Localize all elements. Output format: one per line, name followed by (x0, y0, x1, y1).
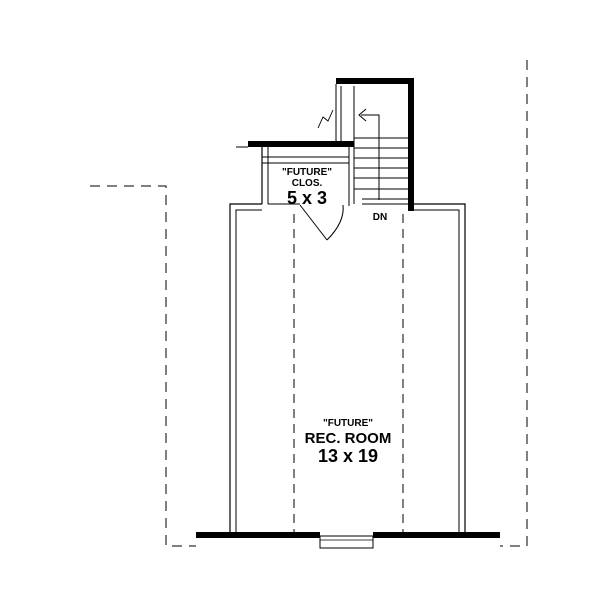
stair-walls (335, 78, 414, 211)
bottom-wall (196, 532, 500, 549)
rec-room-size-label: 13 x 19 (318, 446, 378, 466)
closet-name-label: CLOS. (292, 178, 323, 189)
stair-break-line (317, 109, 334, 129)
closet-tag-label: "FUTURE" (282, 167, 332, 178)
dashed-outline (90, 60, 528, 547)
rec-room-name-label: REC. ROOM (305, 430, 392, 447)
stair-direction-label: DN (373, 212, 387, 223)
stair-arrow-icon (358, 108, 380, 200)
closet-door (299, 204, 344, 241)
rec-room-tag-label: "FUTURE" (323, 418, 373, 429)
rec-room-walls (229, 203, 466, 535)
closet-size-label: 5 x 3 (287, 188, 327, 208)
stair-treads (354, 137, 408, 200)
knee-wall-lines (293, 214, 404, 532)
closet (236, 141, 354, 206)
